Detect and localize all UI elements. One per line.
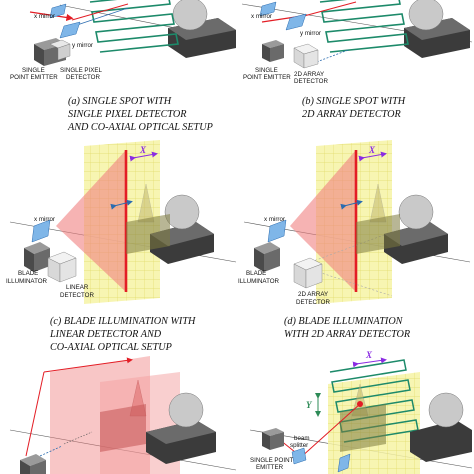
illuminator-label-line2: ILLUMINATOR [238, 278, 280, 285]
x-mirror-label: x mirror [34, 216, 55, 223]
x-scan-arrow [129, 151, 158, 162]
sweep-arrow [340, 199, 363, 210]
sphere-object [428, 392, 464, 428]
block-object [126, 214, 170, 254]
emitter-box-icon [262, 428, 284, 450]
beam-across [43, 357, 133, 373]
dark-box-top [168, 18, 236, 40]
detector-label-line1: 2D ARRAY [294, 71, 324, 78]
sphere-object [172, 0, 208, 31]
optical-axis [63, 431, 93, 445]
emitter-box-icon [262, 40, 284, 62]
splitter-label-line1: beam [294, 435, 309, 442]
block-object [340, 404, 386, 452]
beam-splitter-icon [291, 447, 307, 465]
x-mirror-label: x mirror [264, 216, 285, 223]
x-scan-arrow [358, 151, 387, 162]
illuminator-label-line1: BLADE [18, 270, 38, 277]
detector-label-line1: SINGLE PIXEL [60, 67, 103, 74]
x-mirror-label: x mirror [251, 13, 272, 20]
x-mirror-icon [285, 13, 307, 31]
sphere-object [164, 194, 200, 230]
caption-b-line2: 2D ARRAY DETECTOR [302, 109, 401, 120]
sweep-arrow [110, 199, 133, 210]
blade-light-sheet [56, 150, 126, 292]
x-mirror-icon [337, 453, 351, 473]
detector-label-line1: 2D ARRAY [298, 291, 328, 298]
emitter-label-line2: POINT EMITTER [243, 74, 291, 81]
y-mirror-icon [49, 3, 67, 19]
x-mirror-icon [267, 219, 287, 243]
return-beam [71, 7, 129, 28]
y-mirror-icon [259, 1, 277, 17]
detector-box-icon [47, 251, 77, 283]
emitter-label-line2: EMITTER [256, 464, 284, 471]
illuminator-box-icon [24, 242, 50, 272]
emitter-label-line1: SINGLE [255, 67, 278, 74]
outgoing-beam [29, 11, 74, 22]
panel-f: X Y SINGLE POINT EMITTER beam splitter [249, 350, 473, 474]
emitter-label-line1: SINGLE [22, 67, 45, 74]
detector-box-icon [293, 43, 319, 69]
y-axis-label: Y [306, 400, 313, 410]
x-mirror-icon [31, 219, 51, 243]
blade-light-sheet [290, 150, 356, 292]
beam-up [25, 371, 45, 457]
x-axis-label: X [368, 145, 376, 155]
dark-box-object [410, 420, 472, 462]
caption-a-line3: AND CO-AXIAL OPTICAL SETUP [67, 122, 213, 133]
x-axis-label: X [139, 145, 147, 155]
sphere-object [398, 194, 434, 230]
block-object [356, 214, 400, 254]
caption-c-line1: (c) BLADE ILLUMINATION WITH [50, 316, 196, 327]
block-object [100, 404, 146, 452]
illuminator-label-line2: ILLUMINATOR [6, 278, 48, 285]
x-axis-label: X [365, 350, 373, 360]
scan-beam [303, 1, 357, 17]
dark-box-top [146, 420, 216, 444]
panel-b: x mirror y mirror SINGLE POINT EMITTER 2… [241, 0, 473, 120]
y-mirror-label: y mirror [72, 42, 93, 49]
detector-label-line1: LINEAR [66, 284, 89, 291]
dark-box-top [404, 18, 470, 40]
illuminator-label-line1: BLADE [246, 270, 266, 277]
sphere-object [408, 0, 444, 31]
x-mirror-icon [59, 21, 81, 39]
illuminator-box-icon [254, 242, 280, 272]
caption-c-line2: LINEAR DETECTOR AND [49, 329, 162, 340]
caption-b-line1: (b) SINGLE SPOT WITH [302, 96, 406, 107]
detector-label-line2: DETECTOR [60, 292, 94, 299]
scan-beam [299, 403, 361, 459]
detector-box-icon [293, 257, 323, 289]
caption-a-line2: SINGLE PIXEL DETECTOR [68, 109, 187, 120]
sphere-object [168, 392, 204, 428]
return-path [39, 445, 63, 457]
return-path [305, 49, 349, 67]
caption-c-line3: CO-AXIAL OPTICAL SETUP [50, 342, 172, 353]
panel-c: X x mirror BLADE ILLUMINATOR LINEAR DETE… [6, 140, 237, 353]
raster-scan-path [89, 0, 179, 53]
raster-scan-path [319, 0, 409, 53]
panel-d: X x mirror BLADE ILLUMINATOR 2D ARRAY DE… [238, 140, 471, 340]
y-mirror-label: y mirror [300, 30, 321, 37]
detector-box-icon [49, 39, 71, 61]
emitter-box-icon [20, 454, 46, 474]
scan-beam [71, 3, 129, 21]
splitter-label-line2: splitter [290, 442, 308, 449]
emitter-label-line2: POINT EMITTER [10, 74, 58, 81]
detector-label-line2: DETECTOR [294, 78, 328, 85]
caption-d-line1: (d) BLADE ILLUMINATION [284, 316, 404, 327]
detector-label-line2: DETECTOR [296, 299, 330, 306]
detector-label-line2: DETECTOR [66, 74, 100, 81]
panel-e [9, 356, 237, 474]
x-mirror-label: x mirror [34, 13, 55, 20]
caption-d-line2: WITH 2D ARRAY DETECTOR [284, 329, 411, 340]
x-scan-arrow [352, 357, 387, 368]
emitter-label-line1: SINGLE POINT [250, 457, 294, 464]
caption-a-line1: (a) SINGLE SPOT WITH [68, 96, 172, 107]
panel-a: x mirror y mirror SINGLE POINT EMITTER S… [10, 0, 237, 133]
